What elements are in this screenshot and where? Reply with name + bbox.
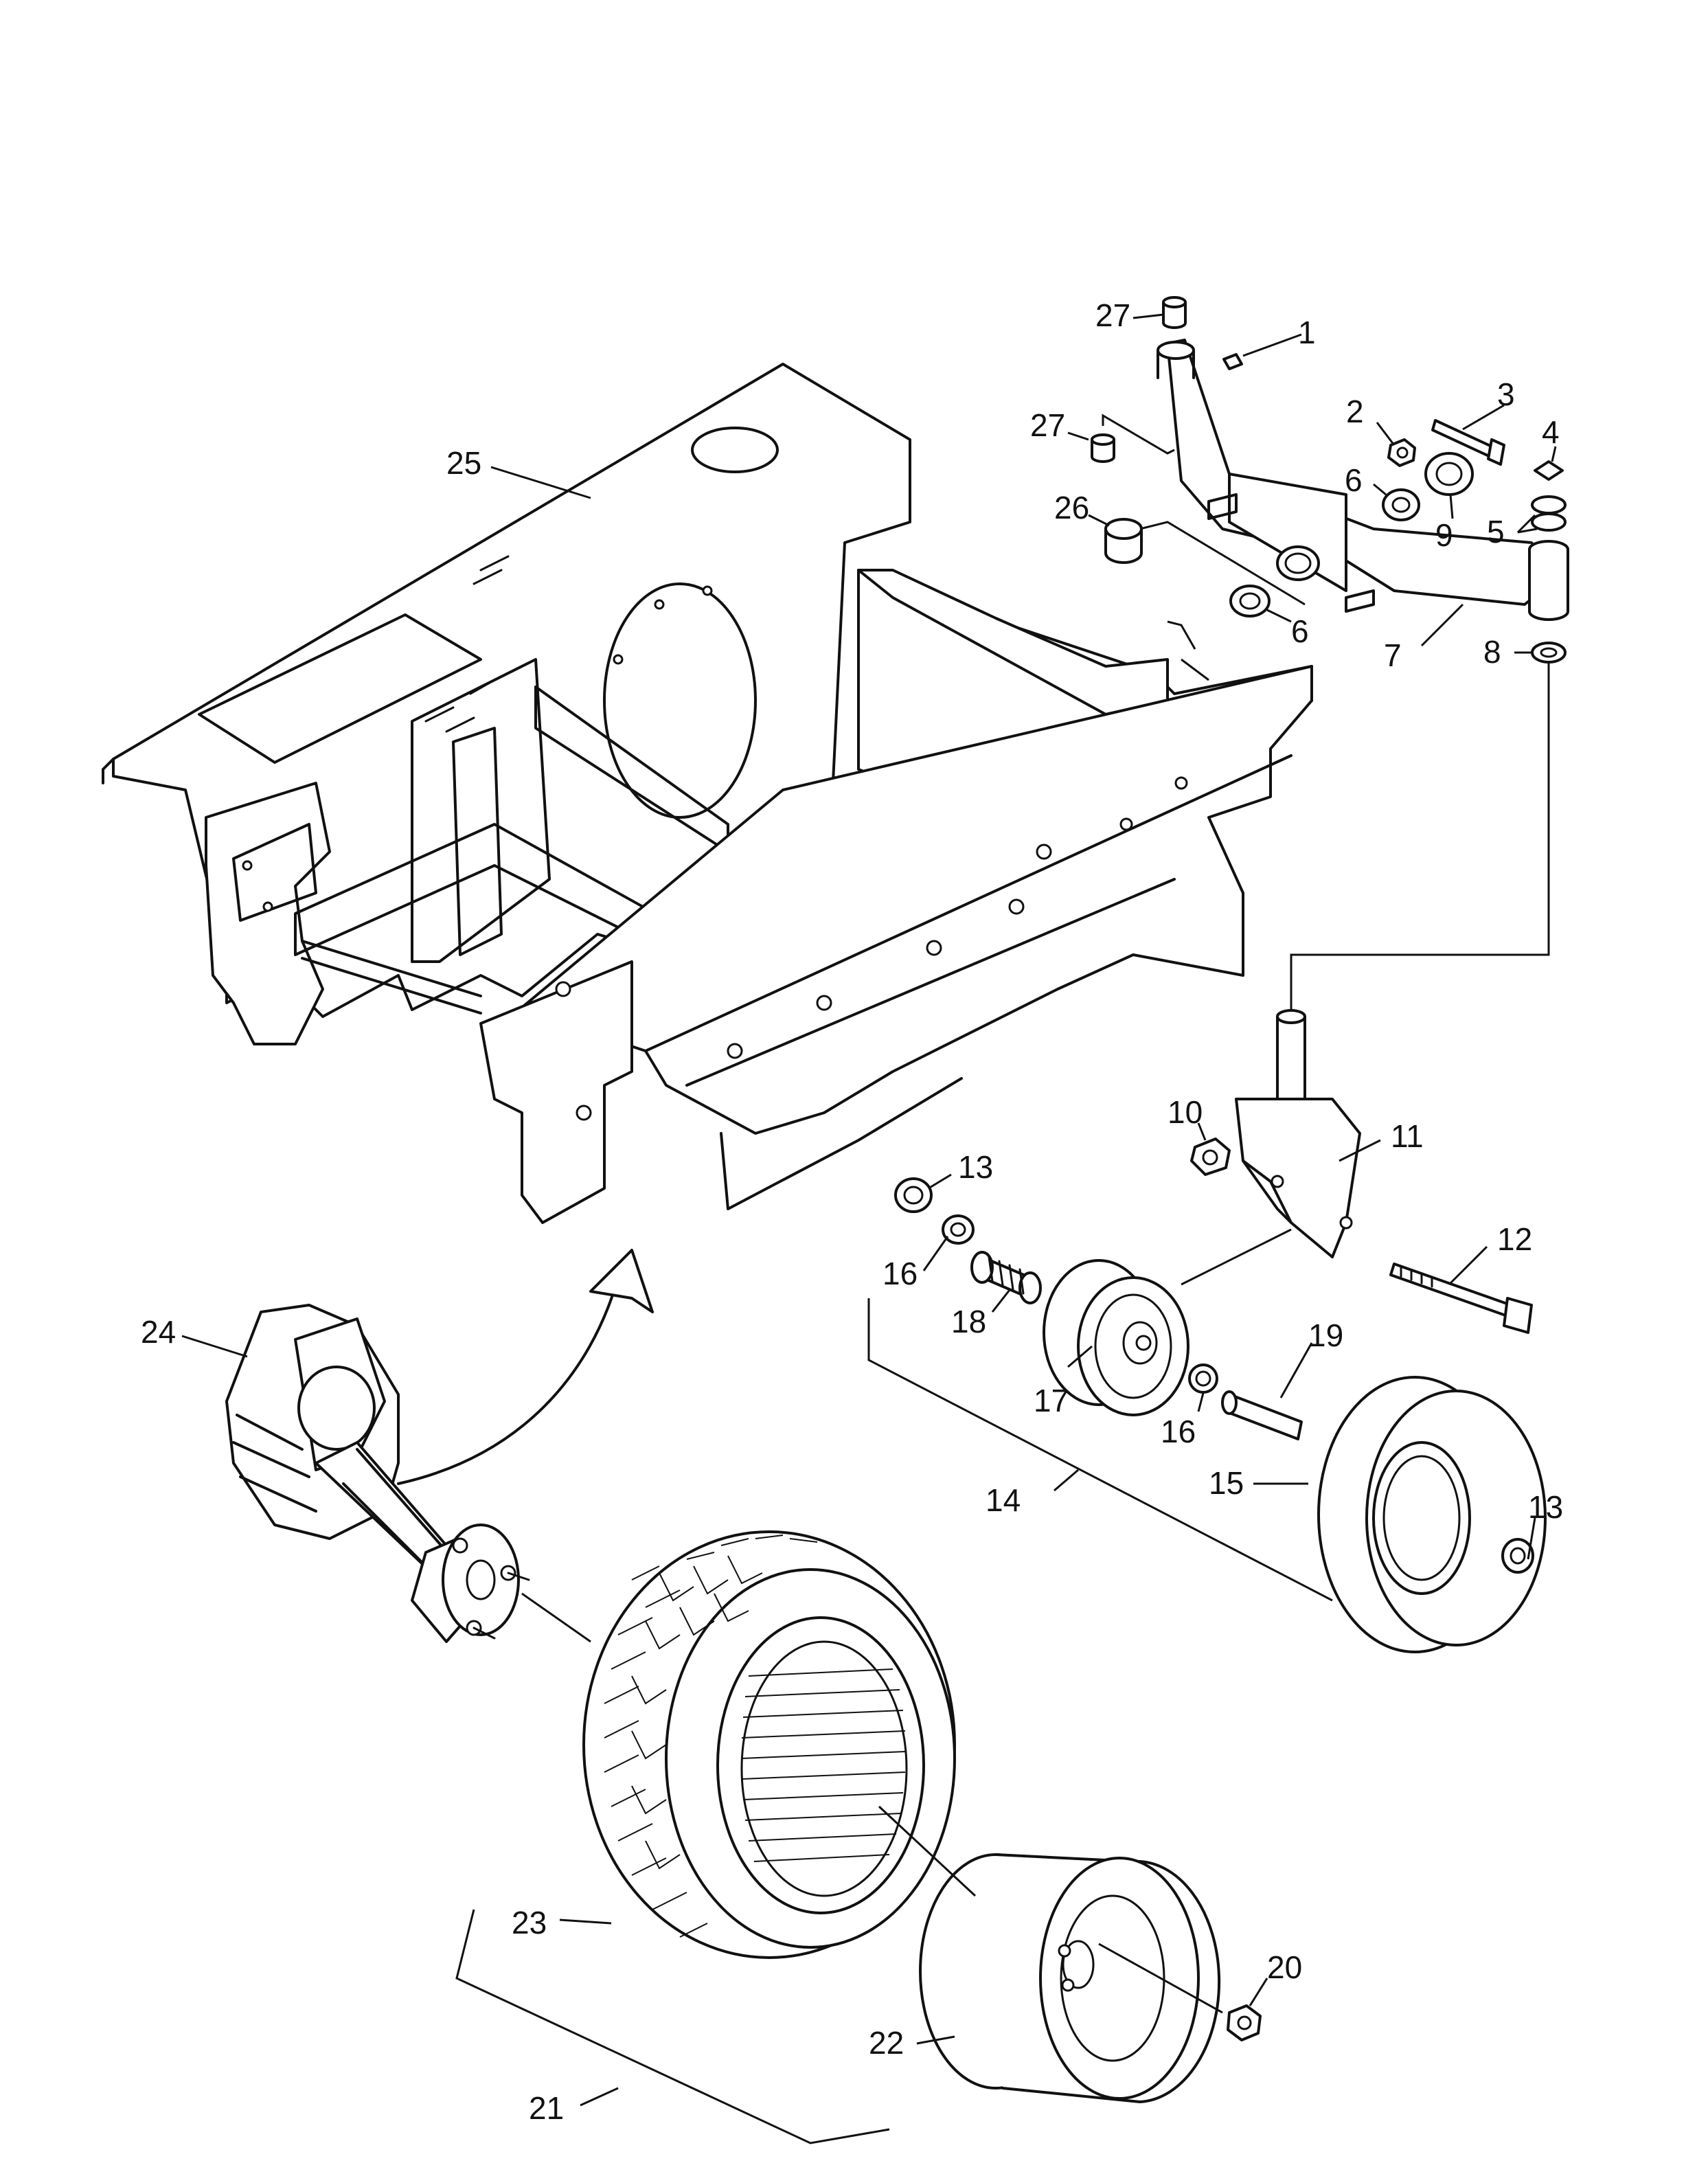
spindle-assembly	[1190, 1009, 1533, 1334]
callout-2: 2	[1346, 394, 1364, 429]
frame-assembly	[102, 363, 1313, 1224]
callout-21: 21	[529, 2090, 564, 2126]
front-axle	[1157, 339, 1569, 621]
callout-3: 3	[1497, 376, 1515, 412]
transaxle	[225, 1249, 654, 1643]
callout-14: 14	[986, 1482, 1021, 1518]
axle-hardware	[1091, 296, 1567, 1017]
callout-9: 9	[1435, 517, 1453, 553]
callout-22: 22	[869, 2025, 904, 2061]
callout-10: 10	[1168, 1094, 1203, 1130]
callout-6-lower: 6	[1291, 613, 1309, 649]
callout-27-top: 27	[1095, 297, 1130, 333]
callout-15: 15	[1209, 1465, 1244, 1501]
callout-5: 5	[1487, 514, 1505, 550]
callout-20: 20	[1267, 1949, 1302, 1985]
callout-26: 26	[1054, 490, 1089, 525]
front-wheel-assembly	[867, 1177, 1547, 1653]
callout-27-left: 27	[1030, 407, 1065, 443]
callout-11: 11	[1391, 1118, 1424, 1154]
callout-16-right: 16	[1161, 1414, 1196, 1449]
callout-4: 4	[1542, 414, 1560, 450]
callout-17: 17	[1034, 1383, 1069, 1418]
callout-13-left: 13	[958, 1149, 993, 1185]
callout-25: 25	[446, 445, 481, 481]
rear-rim	[455, 1805, 1262, 2144]
callout-23: 23	[512, 1905, 547, 1940]
callout-labels: 1 2 3 4 5 6 6 7 8 9 10 11 12 13 13 14 15	[141, 297, 1563, 2126]
callout-16-left: 16	[883, 1256, 918, 1291]
callout-13-right: 13	[1528, 1489, 1563, 1525]
callout-7: 7	[1384, 637, 1402, 673]
callout-19: 19	[1308, 1317, 1343, 1353]
callout-6-upper: 6	[1345, 462, 1363, 498]
callout-18: 18	[951, 1304, 986, 1339]
callout-8: 8	[1483, 634, 1501, 670]
rear-tire	[582, 1530, 956, 1959]
callout-24: 24	[141, 1314, 176, 1350]
callout-1: 1	[1298, 315, 1316, 350]
frame-holes	[242, 585, 1188, 1121]
callout-12: 12	[1497, 1221, 1532, 1257]
